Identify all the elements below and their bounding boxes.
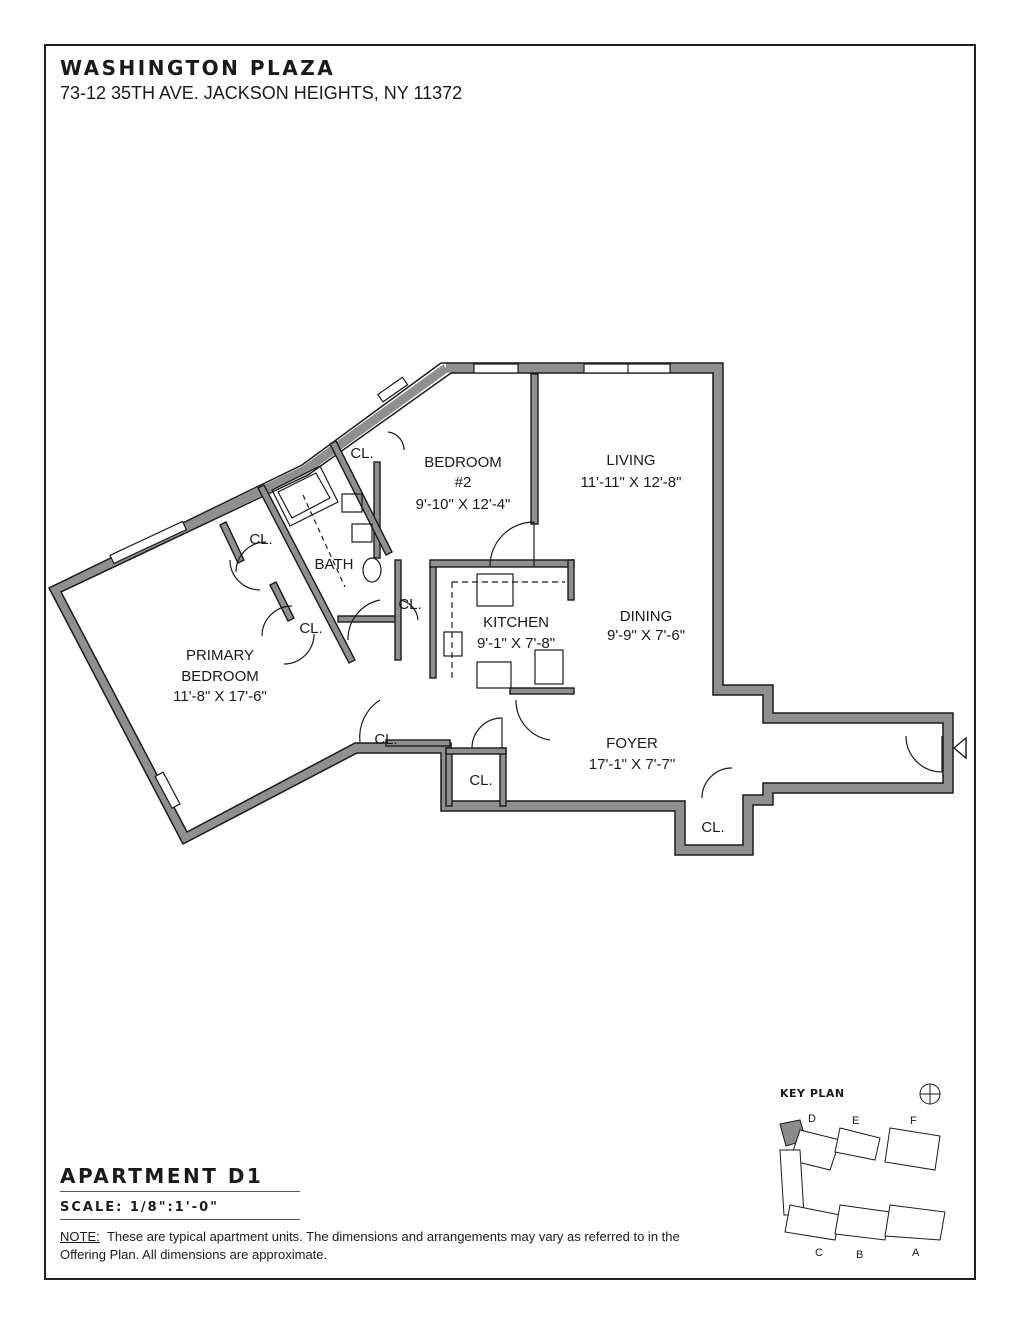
- closet-label: CL.: [249, 531, 272, 548]
- primary-bedroom-size: 11'-8" X 17'-6": [173, 688, 267, 705]
- key-plan-unit-letters: D E F C B A: [808, 1113, 920, 1261]
- drawing-frame: [44, 44, 976, 1280]
- windows: [109, 363, 671, 810]
- living-label: LIVING: [606, 452, 655, 469]
- primary-bedroom-label: PRIMARY: [186, 647, 254, 664]
- bedroom2-label-number: #2: [455, 474, 472, 491]
- kitchen-size: 9'-1" X 7'-8": [477, 635, 555, 652]
- scale-label: SCALE: 1/8":1'-0": [60, 1200, 219, 1215]
- key-plan-letter: E: [852, 1115, 859, 1127]
- key-plan-letter: F: [910, 1115, 917, 1127]
- bath-label: BATH: [315, 556, 354, 573]
- foyer-label: FOYER: [606, 735, 658, 752]
- doors: [229, 431, 943, 799]
- note-text: These are typical apartment units. The d…: [60, 1229, 680, 1262]
- room-labels: BEDROOM #2 9'-10" X 12'-4" LIVING 11'-11…: [173, 445, 725, 836]
- key-plan-letter: D: [808, 1113, 816, 1125]
- key-plan-letter: C: [815, 1247, 823, 1259]
- key-plan-letter: A: [912, 1247, 920, 1259]
- divider: [60, 1219, 300, 1220]
- key-plan-letter: B: [856, 1249, 863, 1261]
- bedroom2-label: BEDROOM: [424, 454, 502, 471]
- closet-label: CL.: [701, 819, 724, 836]
- closet-label: CL.: [398, 596, 421, 613]
- building-name: WASHINGTON PLAZA: [60, 56, 336, 80]
- note-label: NOTE:: [60, 1229, 100, 1244]
- closet-label: CL.: [469, 772, 492, 789]
- closet-label: CL.: [374, 731, 397, 748]
- apartment-name: APARTMENT D1: [60, 1164, 264, 1188]
- dining-label: DINING: [620, 608, 673, 625]
- closet-label: CL.: [350, 445, 373, 462]
- entry-arrow-icon: [952, 736, 967, 760]
- exterior-wall-outline: [47, 362, 954, 856]
- key-plan: [779, 1083, 946, 1241]
- primary-bedroom-label-2: BEDROOM: [181, 668, 259, 685]
- building-address: 73-12 35TH AVE. JACKSON HEIGHTS, NY 1137…: [60, 83, 463, 103]
- disclaimer-note: NOTE: These are typical apartment units.…: [60, 1228, 720, 1264]
- interior-walls: [219, 373, 575, 807]
- divider: [60, 1191, 300, 1192]
- key-plan-title: KEY PLAN: [780, 1087, 845, 1100]
- living-size: 11'-11" X 12'-8": [581, 474, 682, 491]
- foyer-size: 17'-1" X 7'-7": [589, 756, 675, 773]
- dining-size: 9'-9" X 7'-6": [607, 627, 685, 644]
- fixtures: [271, 465, 565, 689]
- kitchen-label: KITCHEN: [483, 614, 549, 631]
- bedroom2-size: 9'-10" X 12'-4": [416, 496, 511, 513]
- exterior-walls: [48, 363, 953, 855]
- closet-label: CL.: [299, 620, 322, 637]
